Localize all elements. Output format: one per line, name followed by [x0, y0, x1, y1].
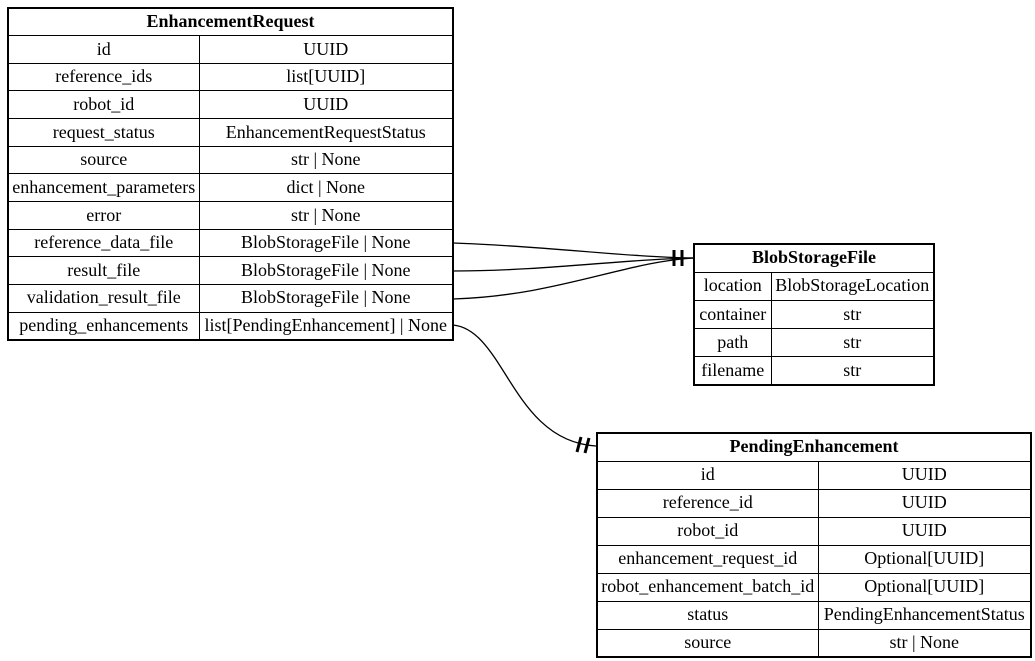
field-type: UUID — [817, 460, 1032, 490]
field-name: filename — [693, 356, 772, 386]
field-name: container — [693, 299, 772, 330]
field-name: reference_ids — [7, 62, 200, 92]
entity-title: PendingEnhancement — [596, 432, 1032, 462]
entity-table-blobstoragefile: BlobStorageFile location BlobStorageLoca… — [693, 243, 935, 386]
entity-header-row: PendingEnhancement — [596, 432, 1032, 462]
field-name: robot_id — [7, 90, 200, 120]
field-row: source str | None — [596, 628, 1032, 658]
field-name: path — [693, 328, 772, 358]
field-name: reference_id — [596, 488, 819, 518]
field-type: PendingEnhancementStatus — [817, 600, 1032, 630]
field-name: error — [7, 201, 200, 230]
field-row: robot_id UUID — [7, 90, 454, 120]
entity-header-row: EnhancementRequest — [7, 7, 454, 37]
field-name: pending_enhancements — [7, 311, 200, 341]
field-row: validation_result_file BlobStorageFile |… — [7, 284, 454, 313]
field-name: id — [596, 460, 819, 490]
field-name: source — [596, 628, 819, 658]
field-type: str | None — [198, 201, 454, 230]
field-name: source — [7, 145, 200, 175]
edge-validation-result-file-to-blobstoragefile — [452, 257, 694, 300]
field-name: request_status — [7, 118, 200, 147]
field-type: str — [770, 299, 935, 330]
field-row: request_status EnhancementRequestStatus — [7, 118, 454, 147]
field-row: result_file BlobStorageFile | None — [7, 256, 454, 286]
field-row: reference_ids list[UUID] — [7, 62, 454, 92]
field-type: UUID — [198, 35, 454, 64]
field-name: robot_enhancement_batch_id — [596, 572, 819, 602]
entity-title: EnhancementRequest — [7, 7, 454, 37]
field-row: enhancement_request_id Optional[UUID] — [596, 544, 1032, 574]
entity-table-pendingenhancement: PendingEnhancement id UUID reference_id … — [596, 432, 1032, 658]
entity-title: BlobStorageFile — [693, 243, 935, 273]
field-name: enhancement_request_id — [596, 544, 819, 574]
field-type: str — [770, 328, 935, 358]
field-row: reference_id UUID — [596, 488, 1032, 518]
field-type: Optional[UUID] — [817, 572, 1032, 602]
edge-pending-enhancements-to-pendingenhancement — [452, 324, 597, 447]
field-row: enhancement_parameters dict | None — [7, 173, 454, 203]
field-type: BlobStorageLocation — [770, 271, 935, 301]
field-row: location BlobStorageLocation — [693, 271, 935, 301]
field-type: BlobStorageFile | None — [198, 284, 454, 313]
field-row: pending_enhancements list[PendingEnhance… — [7, 311, 454, 341]
field-row: robot_enhancement_batch_id Optional[UUID… — [596, 572, 1032, 602]
cardinality-one-marker-pendingenhancement — [575, 436, 591, 454]
edge-result-file-to-blobstoragefile — [452, 257, 694, 272]
field-row: filename str — [693, 356, 935, 386]
field-type: BlobStorageFile | None — [198, 256, 454, 286]
field-type: UUID — [817, 488, 1032, 518]
field-row: status PendingEnhancementStatus — [596, 600, 1032, 630]
field-row: error str | None — [7, 201, 454, 230]
cardinality-one-marker-blobstoragefile — [672, 250, 684, 266]
field-row: id UUID — [7, 35, 454, 64]
field-type: BlobStorageFile | None — [198, 228, 454, 258]
field-type: dict | None — [198, 173, 454, 203]
field-type: UUID — [817, 516, 1032, 546]
field-type: UUID — [198, 90, 454, 120]
entity-table-enhancementrequest: EnhancementRequest id UUID reference_ids… — [7, 7, 455, 341]
field-type: EnhancementRequestStatus — [198, 118, 454, 147]
field-name: location — [693, 271, 772, 301]
field-name: status — [596, 600, 819, 630]
field-name: result_file — [7, 256, 200, 286]
field-name: reference_data_file — [7, 228, 200, 258]
field-type: Optional[UUID] — [817, 544, 1032, 574]
field-row: id UUID — [596, 460, 1032, 490]
entity-header-row: BlobStorageFile — [693, 243, 935, 273]
field-row: path str — [693, 328, 935, 358]
field-row: container str — [693, 299, 935, 330]
field-type: list[PendingEnhancement] | None — [198, 311, 454, 341]
field-name: validation_result_file — [7, 284, 200, 313]
field-row: robot_id UUID — [596, 516, 1032, 546]
edge-reference-data-file-to-blobstoragefile — [452, 242, 694, 259]
field-type: str — [770, 356, 935, 386]
field-row: reference_data_file BlobStorageFile | No… — [7, 228, 454, 258]
field-type: str | None — [817, 628, 1032, 658]
field-type: list[UUID] — [198, 62, 454, 92]
field-name: id — [7, 35, 200, 64]
field-name: enhancement_parameters — [7, 173, 200, 203]
field-name: robot_id — [596, 516, 819, 546]
field-type: str | None — [198, 145, 454, 175]
field-row: source str | None — [7, 145, 454, 175]
